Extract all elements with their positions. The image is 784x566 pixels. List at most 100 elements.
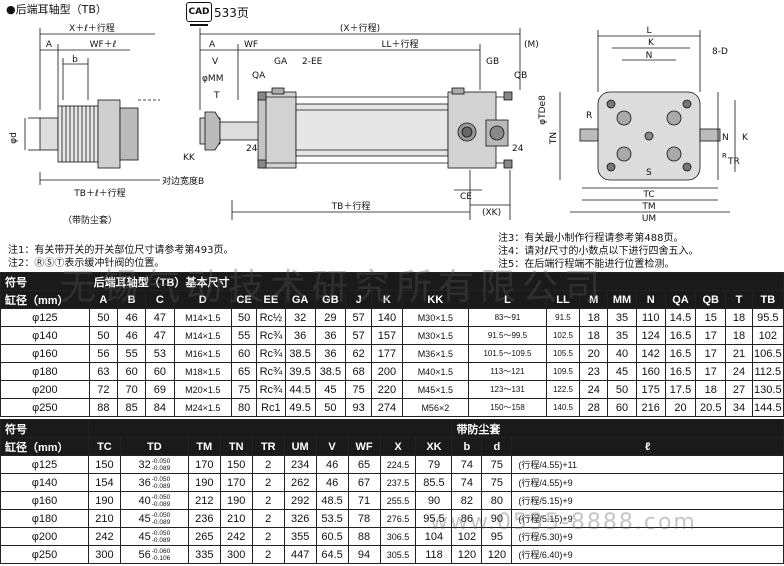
table-cell-um: 234 (283, 455, 317, 474)
table-cell: 56 (88, 344, 119, 363)
td-tolerance: -0.060-0.106 (152, 548, 170, 562)
tol-lower: -0.089 (151, 518, 171, 526)
dim-x-l-stroke: X＋ℓ＋行程 (69, 22, 115, 34)
table1-title: 后端耳轴型（TB）基本尺寸 (88, 272, 784, 291)
table-cell: 88 (88, 398, 119, 417)
tol-lower: -0.089 (151, 482, 171, 490)
table-cell-tc: 190 (87, 491, 121, 510)
cad-label: CAD (188, 7, 210, 17)
table-cell: Rc¾ (256, 344, 286, 363)
table-cell-um: 355 (283, 527, 317, 546)
table-cell: 18 (579, 308, 609, 327)
table-cell-tm: 212 (187, 491, 221, 510)
table-cell: 216 (635, 398, 666, 417)
table-cell: 60 (145, 362, 175, 381)
table-cell: 65 (231, 362, 258, 381)
dim-24-a: 24 (246, 144, 258, 154)
table-cell: 75 (345, 380, 373, 399)
dim-qa: QA (252, 71, 266, 81)
table-cell: 20 (579, 344, 609, 363)
table-cell-v: 60.5 (315, 527, 349, 546)
table-cell-d: 75 (481, 455, 513, 474)
dim-tb-l: TB＋ℓ＋行程 (73, 187, 125, 199)
table-cell-tr: 2 (251, 509, 285, 528)
td-value: 36 (138, 476, 151, 489)
table-cell-l: (行程/5.15)+9 (511, 491, 784, 510)
trunnion-dimension-table: 符号 带防尘套 缸径（mm） TC TD TM TN TR UM V WF X … (0, 419, 784, 564)
table-cell: 57 (345, 308, 373, 327)
dim-k: K (648, 38, 655, 48)
tol-lower: -0.089 (151, 500, 171, 508)
table-cell: 34 (725, 398, 753, 417)
table-cell-tc: 210 (87, 509, 121, 528)
table-cell: 24 (579, 380, 609, 399)
col-header: A (88, 290, 119, 309)
dim-k-vert: K (742, 133, 749, 143)
dim-phitd: φTDe8 (538, 95, 548, 125)
table-cell: 140.5 (545, 398, 581, 417)
table-cell-l: (行程/5.15)+9 (511, 509, 784, 528)
table-cell-x: 306.5 (379, 527, 417, 546)
table-cell: 60 (231, 344, 258, 363)
table-cell: 70 (117, 380, 147, 399)
table-cell: 46 (117, 326, 147, 345)
table-cell: 23 (579, 362, 609, 381)
tol-upper: -0.060 (151, 547, 171, 555)
tol-upper: -0.050 (151, 457, 171, 465)
table-cell: 102 (751, 326, 784, 345)
notes-left: 注1：有关带开关的开关部位尺寸请参考第493页。 注2：ⓇⓈⓉ表示缓冲针阀的位置… (8, 244, 233, 270)
col-header: QB (695, 290, 727, 309)
dim-x-stroke: (X＋行程) (340, 22, 380, 34)
dim-b: b (72, 55, 78, 65)
dim-xk: (XK) (482, 208, 501, 218)
table-cell-tc: 300 (87, 545, 121, 564)
table-cell: 72 (88, 380, 119, 399)
table-cell: M14×1.5 (173, 308, 233, 327)
table-cell: Rc1 (256, 398, 286, 417)
table-cell: 38.5 (314, 362, 347, 381)
table-cell: 85 (117, 398, 147, 417)
table-cell-d: 95 (481, 527, 513, 546)
cad-page-link[interactable]: 533页 (214, 6, 249, 20)
table1-header-row: 缸径（mm） A B C D CE EE GA GB J K KK L LL M… (0, 290, 784, 309)
table-cell-x: 255.5 (379, 491, 417, 510)
table-cell-xk: 85.5 (415, 473, 453, 492)
table-cell-d: 120 (481, 545, 513, 564)
dim-n: N (646, 51, 653, 61)
bore-cell: φ250 (0, 398, 90, 417)
cad-icon[interactable]: CAD (186, 2, 212, 22)
table-cell: 15 (695, 308, 727, 327)
table-cell: 36 (314, 344, 347, 363)
dim-ll-stroke: LL＋行程 (381, 38, 418, 50)
td-value: 40 (138, 494, 151, 507)
bore-cell: φ250 (0, 545, 89, 564)
boot-detail-drawing (24, 28, 160, 185)
valve-r: R (586, 111, 592, 121)
table-cell: 144.5 (751, 398, 784, 417)
dim-24-b: 24 (512, 144, 524, 154)
table-cell: M36×1.5 (401, 344, 470, 363)
table-cell-td: 36-0.050-0.089 (119, 473, 189, 492)
note-1: 注1：有关带开关的开关部位尺寸请参考第493页。 (8, 245, 234, 256)
dim-qb: QB (514, 71, 527, 81)
table-cell: Rc¾ (256, 380, 286, 399)
dim-a: A (46, 40, 53, 50)
table-cell: 55 (117, 344, 147, 363)
table-cell: Rc¾ (256, 326, 286, 345)
td-tolerance: -0.050-0.089 (152, 530, 170, 544)
table-cell: M56×2 (401, 398, 470, 417)
table-cell: 17 (695, 344, 727, 363)
dim-phid: φd (9, 132, 19, 144)
bullet-icon: ● (6, 3, 16, 16)
technical-drawing: X＋ℓ＋行程 A WF＋ℓ b φd TB＋ℓ＋行程 （带防尘套） A WF (… (9, 22, 749, 226)
col-header: M (579, 290, 609, 309)
table-cell: 50 (607, 380, 637, 399)
col-header: KK (401, 290, 470, 309)
table-cell: 45 (607, 362, 637, 381)
